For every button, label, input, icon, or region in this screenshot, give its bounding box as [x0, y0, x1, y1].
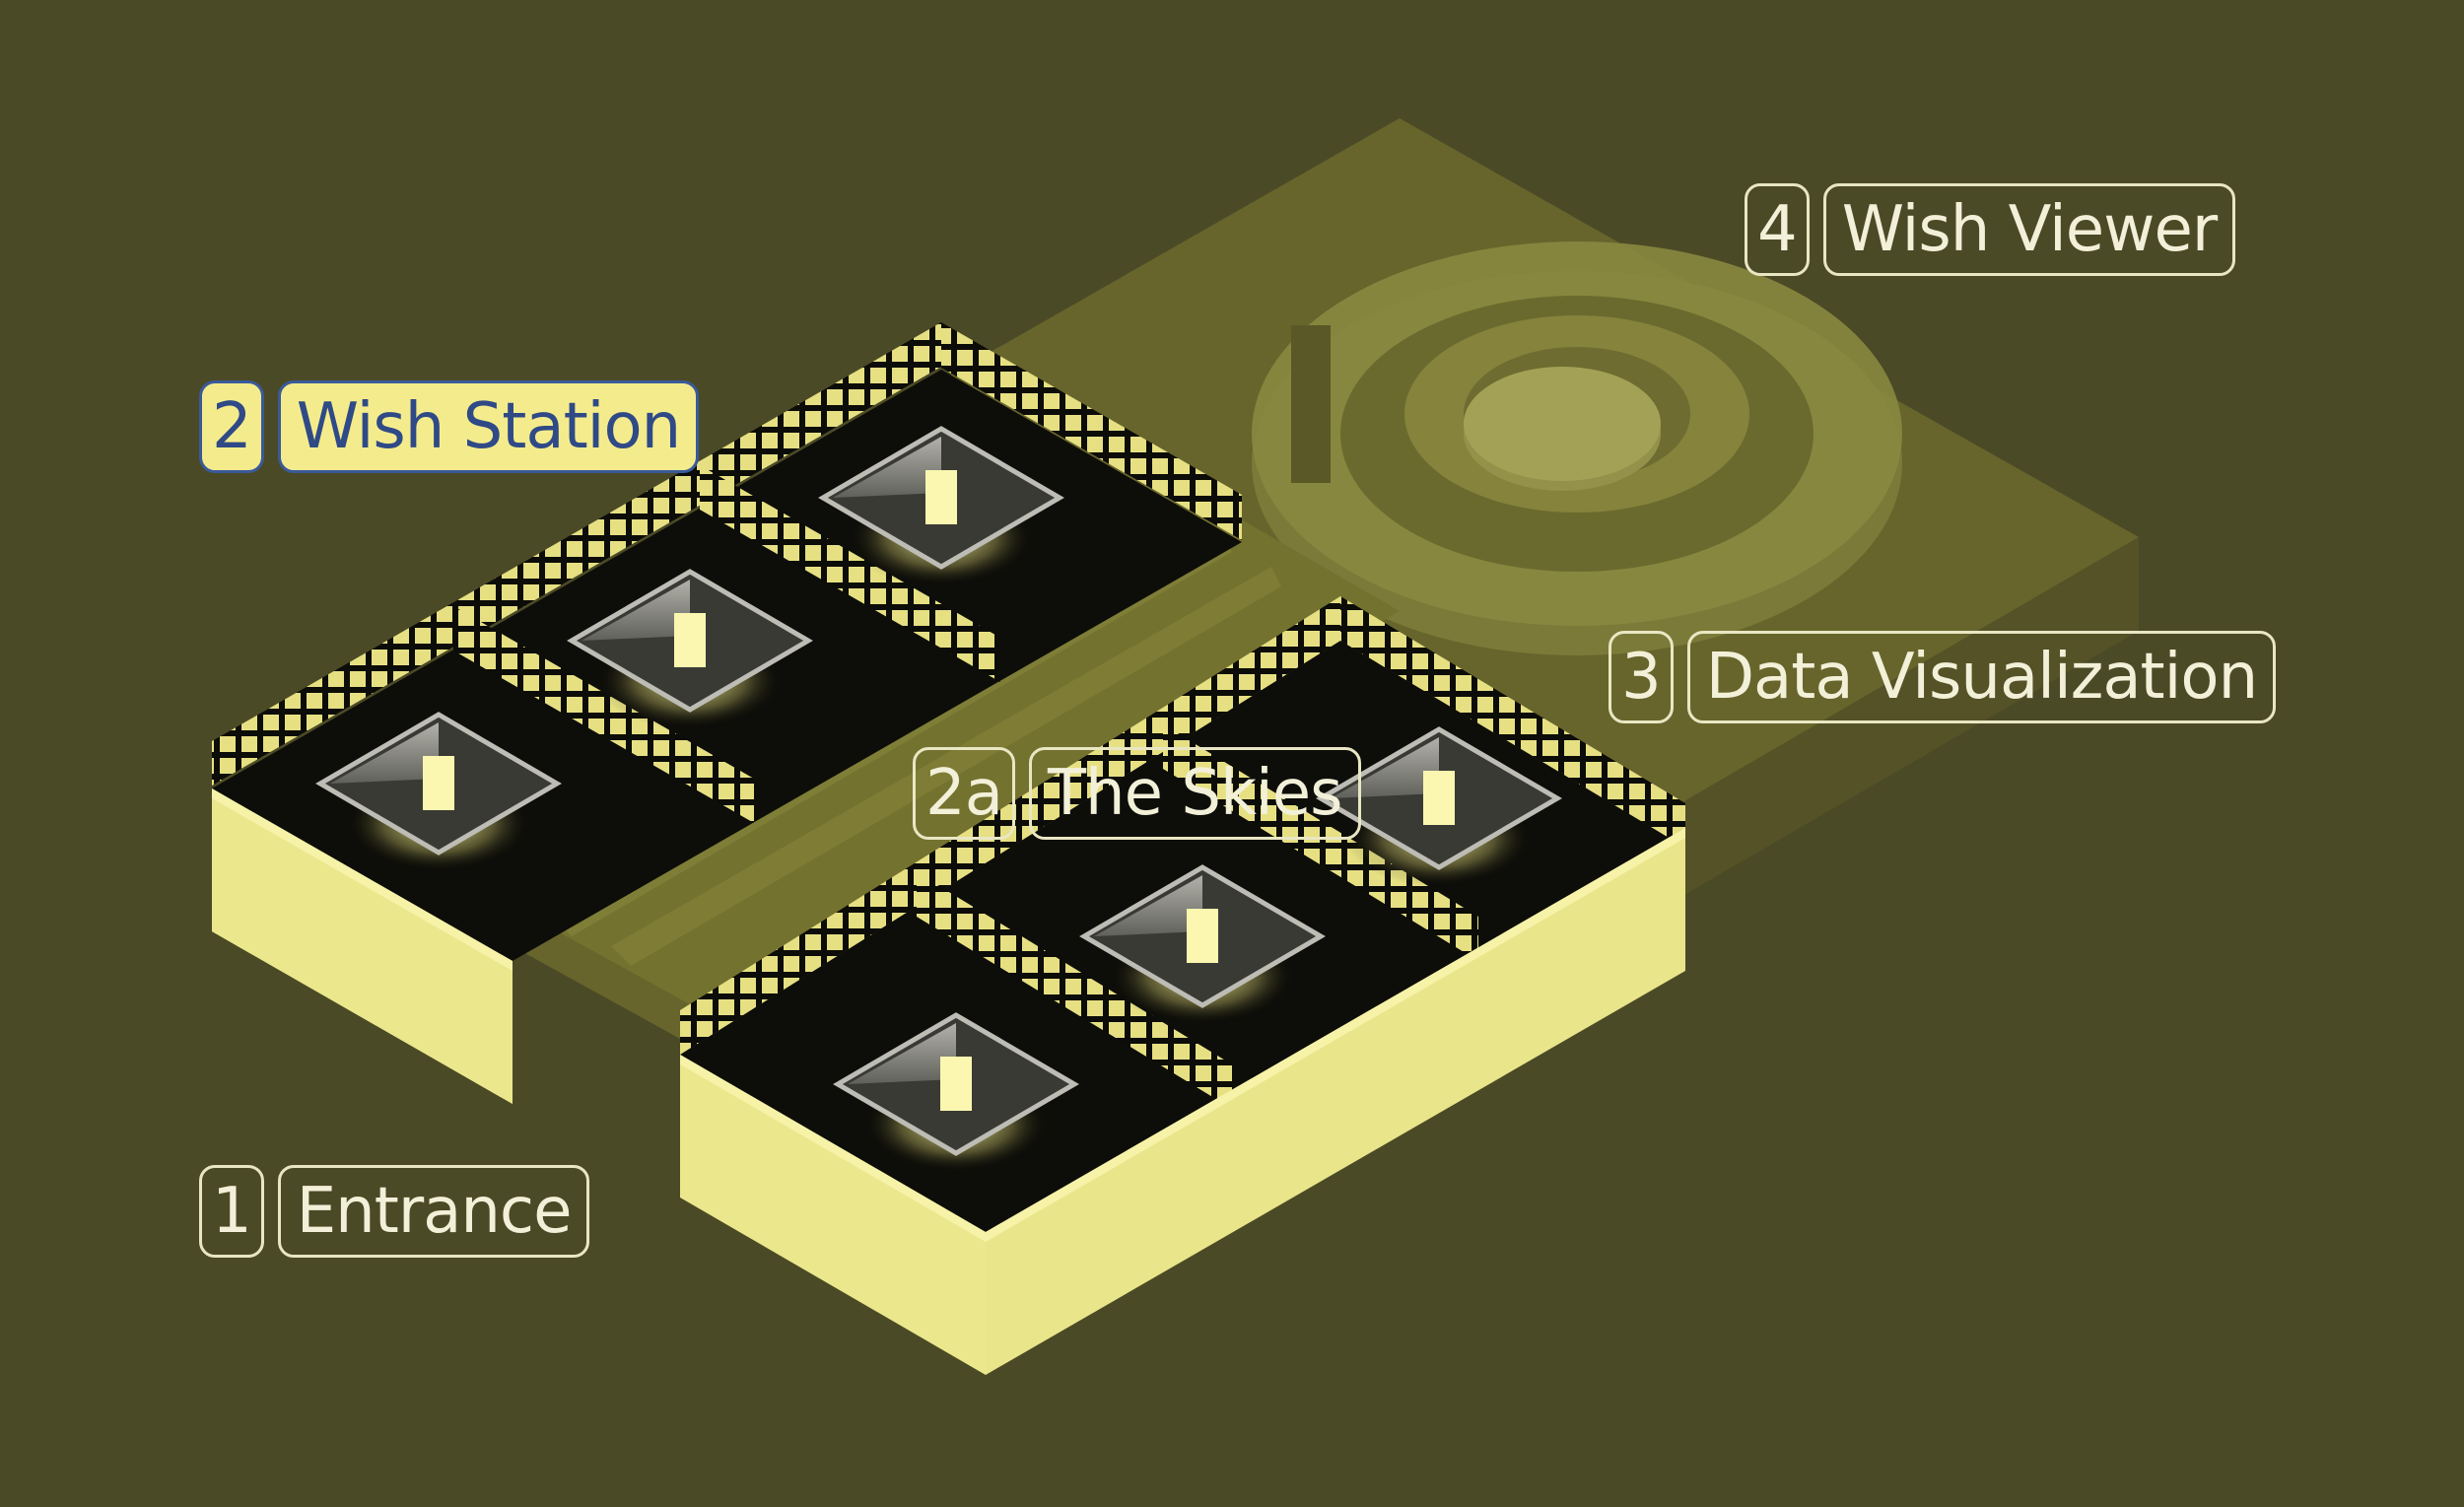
label-the-skies[interactable]: 2a The Skies [913, 747, 1361, 840]
label-number: 2a [913, 747, 1015, 840]
label-text: The Skies [1028, 747, 1361, 840]
wish-viewer-structure [1252, 241, 1902, 655]
label-text: Wish Viewer [1822, 183, 2236, 276]
label-text: Data Visualization [1686, 631, 2277, 723]
wish-station-rooms [315, 426, 1064, 872]
label-number: 1 [199, 1165, 264, 1258]
label-number: 3 [1608, 631, 1674, 723]
the-skies-rooms [833, 726, 1562, 1173]
label-data-visualization[interactable]: 3 Data Visualization [1608, 631, 2277, 723]
label-wish-viewer[interactable]: 4 Wish Viewer [1745, 183, 2236, 276]
label-text: Entrance [277, 1165, 590, 1258]
label-text: Wish Station [277, 380, 700, 473]
label-number: 2 [199, 380, 264, 473]
label-wish-station[interactable]: 2 Wish Station [199, 380, 700, 473]
label-entrance[interactable]: 1 Entrance [199, 1165, 590, 1258]
label-number: 4 [1745, 183, 1810, 276]
